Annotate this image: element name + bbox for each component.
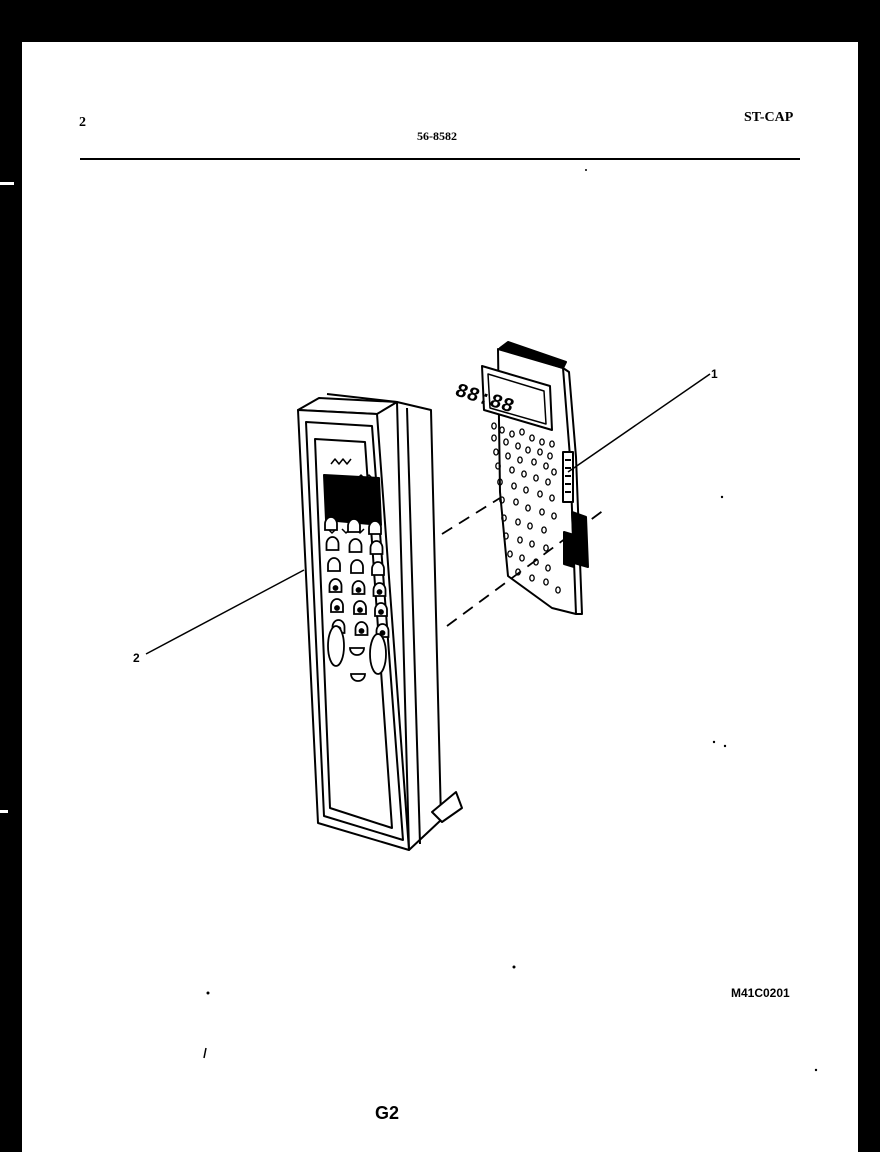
board-component: [549, 494, 555, 502]
board-component: [543, 544, 549, 552]
board-component: [511, 482, 517, 490]
board-component: [505, 452, 511, 460]
board-component: [539, 508, 545, 516]
callout-line-1: [567, 373, 711, 473]
keypad-button: [368, 520, 382, 535]
variant-code: ST-CAP: [744, 110, 794, 125]
board-component: [507, 550, 513, 558]
keypad: [324, 516, 390, 682]
page-number: 2: [79, 115, 86, 130]
board-component: [515, 442, 521, 450]
board-component: [541, 526, 547, 534]
keypad-button: [371, 561, 385, 576]
board-component: [499, 496, 505, 504]
board-component: [549, 440, 555, 448]
header-rule: [80, 158, 800, 160]
board-component: [513, 498, 519, 506]
board-component: [493, 448, 499, 456]
board-component: [497, 478, 503, 486]
keypad-large-button: [369, 633, 387, 675]
board-components: [491, 422, 561, 594]
keypad-button: [350, 673, 366, 682]
edge-speck-right: [846, 96, 850, 100]
board-component: [551, 512, 557, 520]
keypad-large-button: [327, 625, 345, 667]
edge-mark-left-top: [0, 182, 14, 185]
board-component: [521, 470, 527, 478]
circuit-board-part: [481, 341, 589, 615]
board-component: [539, 438, 545, 446]
board-component: [531, 458, 537, 466]
board-component: [545, 478, 551, 486]
control-panel-part: [297, 393, 463, 851]
board-component: [501, 514, 507, 522]
board-component: [545, 564, 551, 572]
keypad-button: [350, 559, 364, 574]
keypad-button: [349, 647, 365, 656]
keypad-button-mark: [378, 609, 384, 615]
keypad-button: [324, 516, 338, 531]
board-component: [503, 438, 509, 446]
board-component: [495, 462, 501, 470]
exploded-view-drawing: 88:88: [145, 169, 818, 1072]
board-component: [537, 490, 543, 498]
board-component: [529, 434, 535, 442]
board-component: [499, 426, 505, 434]
board-component: [517, 456, 523, 464]
board-component: [519, 554, 525, 562]
exploded-view-lines: [145, 373, 711, 655]
board-component: [555, 586, 561, 594]
keypad-button-mark: [376, 589, 383, 595]
board-component: [509, 466, 515, 474]
callout-line-2: [145, 569, 305, 655]
keypad-button: [325, 536, 340, 551]
keypad-button-mark: [379, 630, 386, 636]
board-component: [503, 532, 509, 540]
board-component: [491, 434, 497, 442]
board-component: [529, 540, 535, 548]
keypad-button-mark: [358, 628, 365, 634]
board-component: [517, 536, 523, 544]
scan-specks: [203, 169, 818, 1072]
keypad-button-mark: [332, 585, 339, 591]
board-component: [551, 468, 557, 476]
board-component: [527, 522, 533, 530]
keypad-button: [347, 518, 361, 533]
keypad-button-mark: [334, 605, 340, 611]
edge-mark-left-bottom: [0, 810, 8, 813]
board-component: [523, 486, 529, 494]
board-component: [509, 430, 515, 438]
board-component: [525, 504, 531, 512]
model-number: 56-8582: [417, 129, 457, 143]
keypad-button-mark: [357, 607, 363, 613]
board-component: [515, 518, 521, 526]
board-component: [529, 574, 535, 582]
footer-page-label: G2: [375, 1103, 400, 1123]
keypad-button: [327, 557, 341, 572]
drawing-code: M41C0201: [731, 986, 790, 1000]
board-component: [519, 428, 525, 436]
callout-label-2: 2: [133, 651, 140, 665]
parts-sheet: 2 56-8582 ST-CAP: [22, 42, 858, 1152]
callout-label-1: 1: [711, 367, 718, 381]
board-component: [533, 474, 539, 482]
keypad-button-mark: [355, 587, 362, 593]
board-component: [525, 446, 531, 454]
board-component: [543, 578, 549, 586]
keypad-button: [369, 540, 384, 555]
board-component: [537, 448, 543, 456]
board-component: [491, 422, 497, 430]
board-component: [547, 452, 553, 460]
board-component: [543, 462, 549, 470]
keypad-button: [348, 538, 363, 553]
